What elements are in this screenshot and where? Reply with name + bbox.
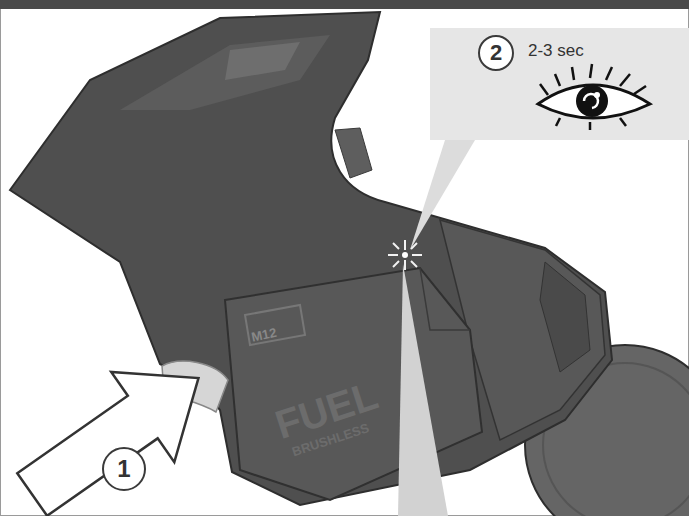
- instruction-box: 2-3 sec 2: [430, 28, 689, 140]
- callout-pointer: [410, 140, 475, 250]
- callout-number: 2: [478, 35, 514, 71]
- led-dot: [402, 252, 408, 258]
- top-bar: [0, 0, 689, 9]
- switch-button: [335, 128, 372, 178]
- callout-number: 1: [102, 447, 146, 491]
- handle-highlight: [120, 35, 330, 110]
- eye-symbol: [538, 64, 650, 130]
- battery-pack: [225, 268, 482, 500]
- callout-number-text: 2: [490, 40, 502, 66]
- battery-badge: [245, 305, 305, 345]
- battery-edge: [420, 268, 470, 330]
- wheel-guard: [540, 262, 590, 372]
- handle-grip: [225, 42, 300, 80]
- callout-pointer: [398, 264, 448, 516]
- brand-marking: M12: [250, 325, 278, 345]
- press-arrow: [1, 333, 230, 516]
- duration-text: 2-3 sec: [528, 41, 584, 61]
- flashing-led: [388, 240, 422, 270]
- callout-number-text: 1: [117, 455, 130, 483]
